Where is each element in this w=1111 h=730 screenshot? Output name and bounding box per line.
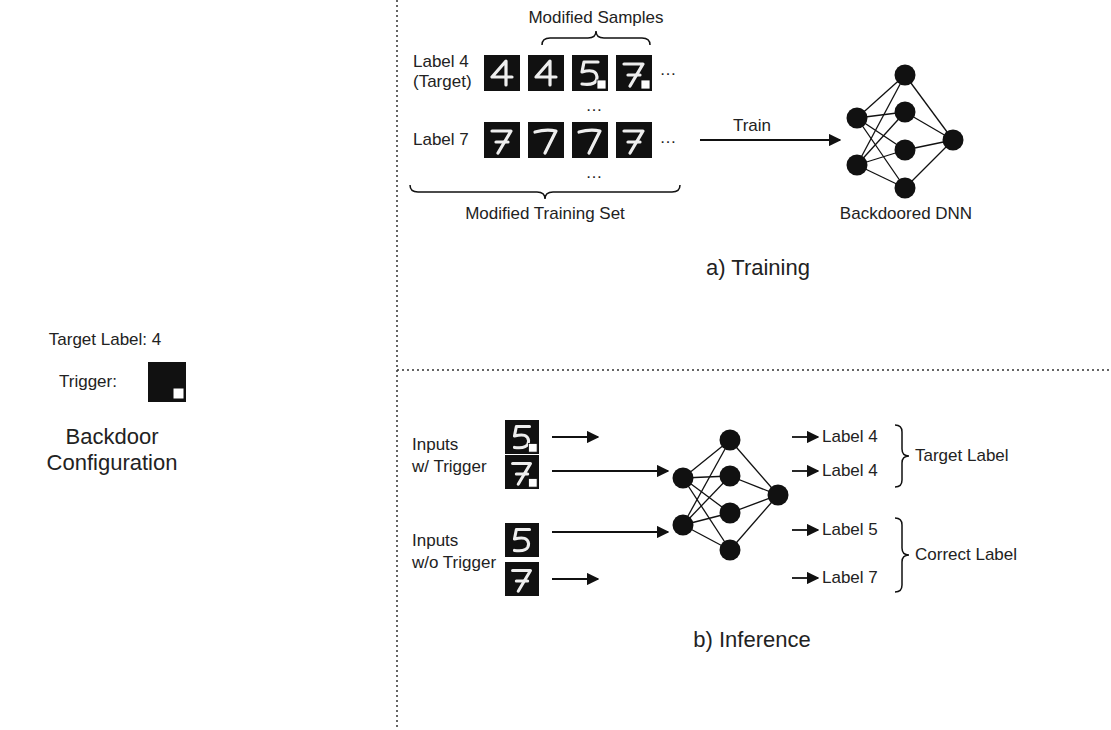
digit-image: [572, 122, 608, 158]
divider-line: [396, 0, 398, 730]
text-label: Label 5: [822, 520, 878, 540]
text-label: Target Label: 4: [49, 330, 161, 350]
brace: [542, 31, 650, 45]
arrow: [552, 578, 598, 580]
arrow: [792, 470, 818, 472]
section-title: b) Inference: [693, 627, 810, 653]
arrow: [552, 436, 598, 438]
digit-image: [616, 55, 652, 91]
digit-image: [484, 55, 520, 91]
digit-image: [572, 55, 608, 91]
digit-image: [484, 122, 520, 158]
brace: [895, 425, 909, 487]
text-label: Modified Samples: [528, 8, 663, 28]
text-label: Inputs: [412, 531, 458, 551]
neural-network: [673, 430, 789, 561]
text-label: Label 7: [822, 568, 878, 588]
text-label: Train: [733, 116, 771, 136]
arrow: [552, 531, 668, 533]
section-title: a) Training: [706, 255, 810, 281]
digit-image: [505, 420, 539, 454]
arrow: [792, 577, 818, 579]
text-label: Backdoored DNN: [840, 204, 972, 224]
text-label: Trigger:: [59, 372, 117, 392]
text-label: Label 7: [413, 130, 469, 150]
text-label: …: [586, 163, 603, 183]
arrow: [700, 139, 840, 141]
arrow: [792, 529, 818, 531]
text-label: Inputs: [412, 435, 458, 455]
text-label: Modified Training Set: [465, 204, 625, 224]
text-label: Target Label: [915, 446, 1009, 466]
trigger-patch: [529, 444, 538, 453]
digit-image: [505, 523, 539, 557]
neural-network: [847, 65, 964, 199]
digit-image: [616, 122, 652, 158]
text-label: w/o Trigger: [412, 553, 496, 573]
digit-image: [505, 562, 539, 596]
text-label: …: [586, 96, 603, 116]
trigger-icon: [148, 362, 186, 402]
text-label: Label 4: [822, 427, 878, 447]
trigger-patch: [597, 80, 606, 89]
section-title: Backdoor Configuration: [12, 424, 212, 477]
trigger-patch: [529, 479, 538, 488]
text-label: Label 4: [822, 461, 878, 481]
trigger-patch: [641, 80, 650, 89]
digit-image: [528, 55, 564, 91]
divider-line: [397, 369, 1111, 371]
text-label: …: [660, 128, 677, 148]
arrow: [792, 436, 818, 438]
brace: [895, 518, 909, 592]
digit-image: [505, 455, 539, 489]
text-label: Correct Label: [915, 545, 1017, 565]
text-label: Label 4 (Target): [413, 52, 483, 93]
arrow: [552, 470, 668, 472]
brace: [410, 185, 680, 199]
text-label: …: [660, 60, 677, 80]
digit-image: [528, 122, 564, 158]
text-label: w/ Trigger: [412, 457, 487, 477]
